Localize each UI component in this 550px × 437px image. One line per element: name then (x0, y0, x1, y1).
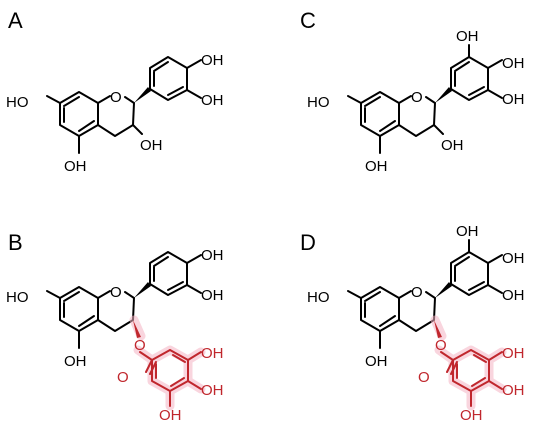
b-ring-double-bonds (454, 61, 485, 96)
ring-oxygen: O (411, 284, 423, 301)
panel-label-d: D (300, 230, 316, 255)
wedge-bond-b (435, 282, 452, 298)
galloyl-oh-top-label: OH (201, 345, 224, 362)
panel-label-a: A (8, 8, 23, 33)
ho-7-label: HO (307, 94, 330, 111)
galloyl-oh-bottom-label: OH (460, 407, 483, 424)
galloyl-highlight (430, 315, 507, 411)
galloyl-oh-bonds (470, 351, 503, 407)
ho-7-label: HO (6, 94, 29, 111)
galloyl-highlight (129, 315, 206, 411)
oh-4prime-label: OH (502, 55, 525, 72)
galloyl-oh-top-label: OH (502, 345, 525, 362)
ester-wedge-bond (133, 320, 141, 338)
galloyl-ring (440, 349, 490, 392)
oh-3prime-label: OH (456, 28, 479, 45)
gallocatechin-skeleton (347, 239, 503, 349)
oh-3prime-label: OH (456, 223, 479, 240)
oh-4prime-label: OH (502, 250, 525, 267)
galloyl-double-bonds (456, 354, 487, 387)
oh-bond-3 (132, 124, 143, 135)
b-ring (149, 251, 188, 296)
panel-label-b: B (8, 230, 23, 255)
b-ring-double-bonds (153, 256, 184, 291)
panel-d-gallocatechin-gallate: D O HO OH OH OH OH O O OH OH OH (300, 223, 525, 424)
galloyl-oh-middle-label: OH (201, 382, 224, 399)
oh-3-label: OH (140, 137, 163, 154)
wedge-bond-b (435, 87, 452, 103)
a-ring (360, 286, 400, 332)
a-ring-double-bonds (364, 96, 396, 132)
carbonyl-oxygen: O (418, 369, 430, 386)
b-ring-oh-bonds (186, 59, 202, 99)
galloyl-oh-bonds (169, 351, 202, 407)
a-ring-double-bonds (63, 96, 95, 132)
ho-bond-7 (46, 95, 61, 104)
catechin-skeleton (46, 56, 202, 154)
ring-oxygen: O (411, 89, 423, 106)
oh-5prime-label: OH (502, 91, 525, 108)
b-ring-oh-bonds (468, 239, 503, 294)
b-ring (450, 251, 489, 296)
oh-bond-3 (433, 124, 444, 135)
a-ring-double-bonds (364, 291, 396, 327)
ester-wedge-bond (434, 320, 442, 338)
ho-bond-7 (347, 95, 362, 104)
b-ring-oh-bonds (468, 44, 503, 99)
carbonyl-oxygen: O (117, 369, 129, 386)
ester-oxygen: O (435, 337, 447, 354)
ring-oxygen: O (110, 89, 122, 106)
catechin-skeleton (46, 251, 202, 349)
a-ring (59, 286, 99, 332)
wedge-bond-b (134, 87, 151, 103)
ho-bond-7 (46, 290, 61, 299)
a-ring (59, 91, 99, 137)
panel-a-catechin: A O HO OH OH OH OH (6, 8, 224, 175)
oh-4prime-label: OH (201, 287, 224, 304)
b-ring-double-bonds (454, 256, 485, 291)
galloyl-double-bonds (155, 354, 186, 387)
ho-bond-7 (347, 290, 362, 299)
oh-5-label: OH (365, 158, 388, 175)
oh-5-label: OH (64, 353, 87, 370)
a-ring-double-bonds (63, 291, 95, 327)
ho-7-label: HO (6, 289, 29, 306)
galloyl-oh-middle-label: OH (502, 382, 525, 399)
wedge-bond-b (134, 282, 151, 298)
panel-c-gallocatechin: C O HO OH OH OH OH OH (300, 8, 525, 175)
b-ring-double-bonds (153, 61, 184, 96)
galloyl-group (430, 315, 507, 411)
galloyl-ring (139, 349, 189, 392)
oh-4prime-label: OH (201, 92, 224, 109)
ring-oxygen: O (110, 284, 122, 301)
oh-5prime-label: OH (502, 287, 525, 304)
a-ring (360, 91, 400, 137)
gallocatechin-skeleton (347, 44, 503, 154)
oh-5-label: OH (64, 158, 87, 175)
b-ring (450, 56, 489, 101)
panel-label-c: C (300, 8, 316, 33)
galloyl-oh-bottom-label: OH (159, 407, 182, 424)
oh-3-label: OH (441, 137, 464, 154)
oh-3prime-label: OH (201, 247, 224, 264)
oh-5-label: OH (365, 353, 388, 370)
galloyl-group (129, 315, 206, 411)
ester-oxygen: O (134, 337, 146, 354)
b-ring (149, 56, 188, 101)
b-ring-oh-bonds (186, 254, 202, 294)
panel-b-catechin-gallate: B O HO OH OH OH O O OH OH OH (6, 230, 224, 424)
oh-3prime-label: OH (201, 52, 224, 69)
ho-7-label: HO (307, 289, 330, 306)
